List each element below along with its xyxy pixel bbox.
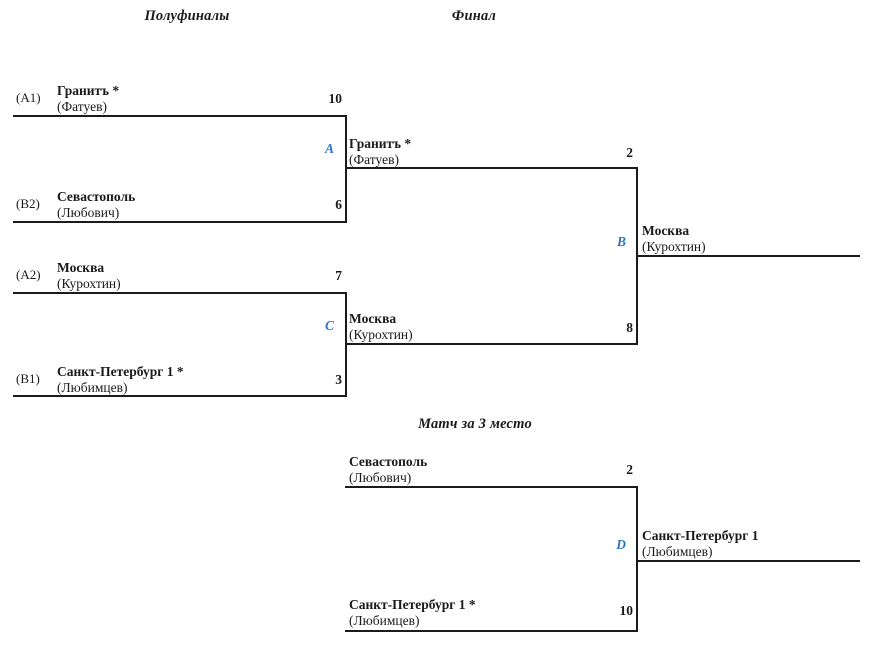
seed-label: (A1) (16, 90, 41, 105)
team-entry: Севастополь (Любович) (57, 189, 135, 220)
score-value: 8 (626, 320, 633, 335)
team-entry: Гранитъ * (Фатуев) (349, 136, 411, 167)
winner-team-name: Москва (642, 223, 690, 238)
winner-player-name: (Курохтин) (642, 238, 706, 254)
seed-label: (A2) (16, 267, 41, 282)
team-entry: Севастополь (Любович) (349, 454, 427, 485)
team-name: Москва (57, 260, 105, 275)
bracket-connector (345, 115, 347, 223)
player-name: (Любович) (57, 204, 120, 220)
score-value: 10 (619, 603, 634, 618)
team-name: Москва (349, 311, 397, 326)
match-letter-c: C (324, 318, 334, 333)
player-name: (Курохтин) (57, 275, 121, 291)
bracket-connector (636, 486, 638, 632)
round-header-final: Финал (451, 8, 497, 24)
team-name: Санкт-Петербург 1 * (57, 364, 184, 379)
match-letter-d: D (616, 537, 626, 552)
bracket-line (345, 630, 638, 632)
team-name: Гранитъ * (57, 83, 120, 98)
round-header-third-place: Матч за 3 место (418, 416, 532, 432)
winner-entry: Москва (Курохтин) (642, 223, 706, 254)
player-name: (Любимцев) (57, 379, 128, 395)
score-value: 10 (328, 91, 343, 106)
team-name: Севастополь (57, 189, 136, 204)
team-entry: Санкт-Петербург 1 * (Любимцев) (57, 364, 184, 395)
team-name: Гранитъ * (349, 136, 412, 151)
player-name: (Фатуев) (57, 98, 107, 114)
team-name: Севастополь (349, 454, 428, 469)
bracket-line (345, 486, 638, 488)
score-value: 6 (335, 197, 342, 212)
bracket-connector (636, 167, 638, 345)
score-value: 2 (626, 145, 633, 160)
match-letter-b: B (616, 234, 626, 249)
player-name: (Любович) (349, 469, 412, 485)
team-entry: Санкт-Петербург 1 * (Любимцев) (349, 597, 476, 628)
bracket-line (13, 115, 347, 117)
round-header-semifinals: Полуфиналы (144, 8, 230, 24)
winner-player-name: (Любимцев) (642, 543, 713, 559)
score-value: 2 (626, 462, 633, 477)
winner-line (636, 560, 860, 562)
team-name: Санкт-Петербург 1 * (349, 597, 476, 612)
player-name: (Курохтин) (349, 326, 413, 342)
bracket-line (13, 395, 347, 397)
winner-line (636, 255, 860, 257)
bracket-line (345, 343, 638, 345)
player-name: (Любимцев) (349, 612, 420, 628)
team-entry: Москва (Курохтин) (57, 260, 121, 291)
score-value: 3 (335, 372, 342, 387)
score-value: 7 (335, 268, 342, 283)
bracket-line (13, 292, 347, 294)
bracket-line (13, 221, 347, 223)
winner-team-name: Санкт-Петербург 1 (642, 528, 759, 543)
player-name: (Фатуев) (349, 151, 399, 167)
match-letter-a: A (324, 141, 334, 156)
seed-label: (B2) (16, 196, 40, 211)
bracket-line (345, 167, 638, 169)
winner-entry: Санкт-Петербург 1 (Любимцев) (642, 528, 759, 559)
seed-label: (B1) (16, 371, 40, 386)
team-entry: Гранитъ * (Фатуев) (57, 83, 119, 114)
team-entry: Москва (Курохтин) (349, 311, 413, 342)
